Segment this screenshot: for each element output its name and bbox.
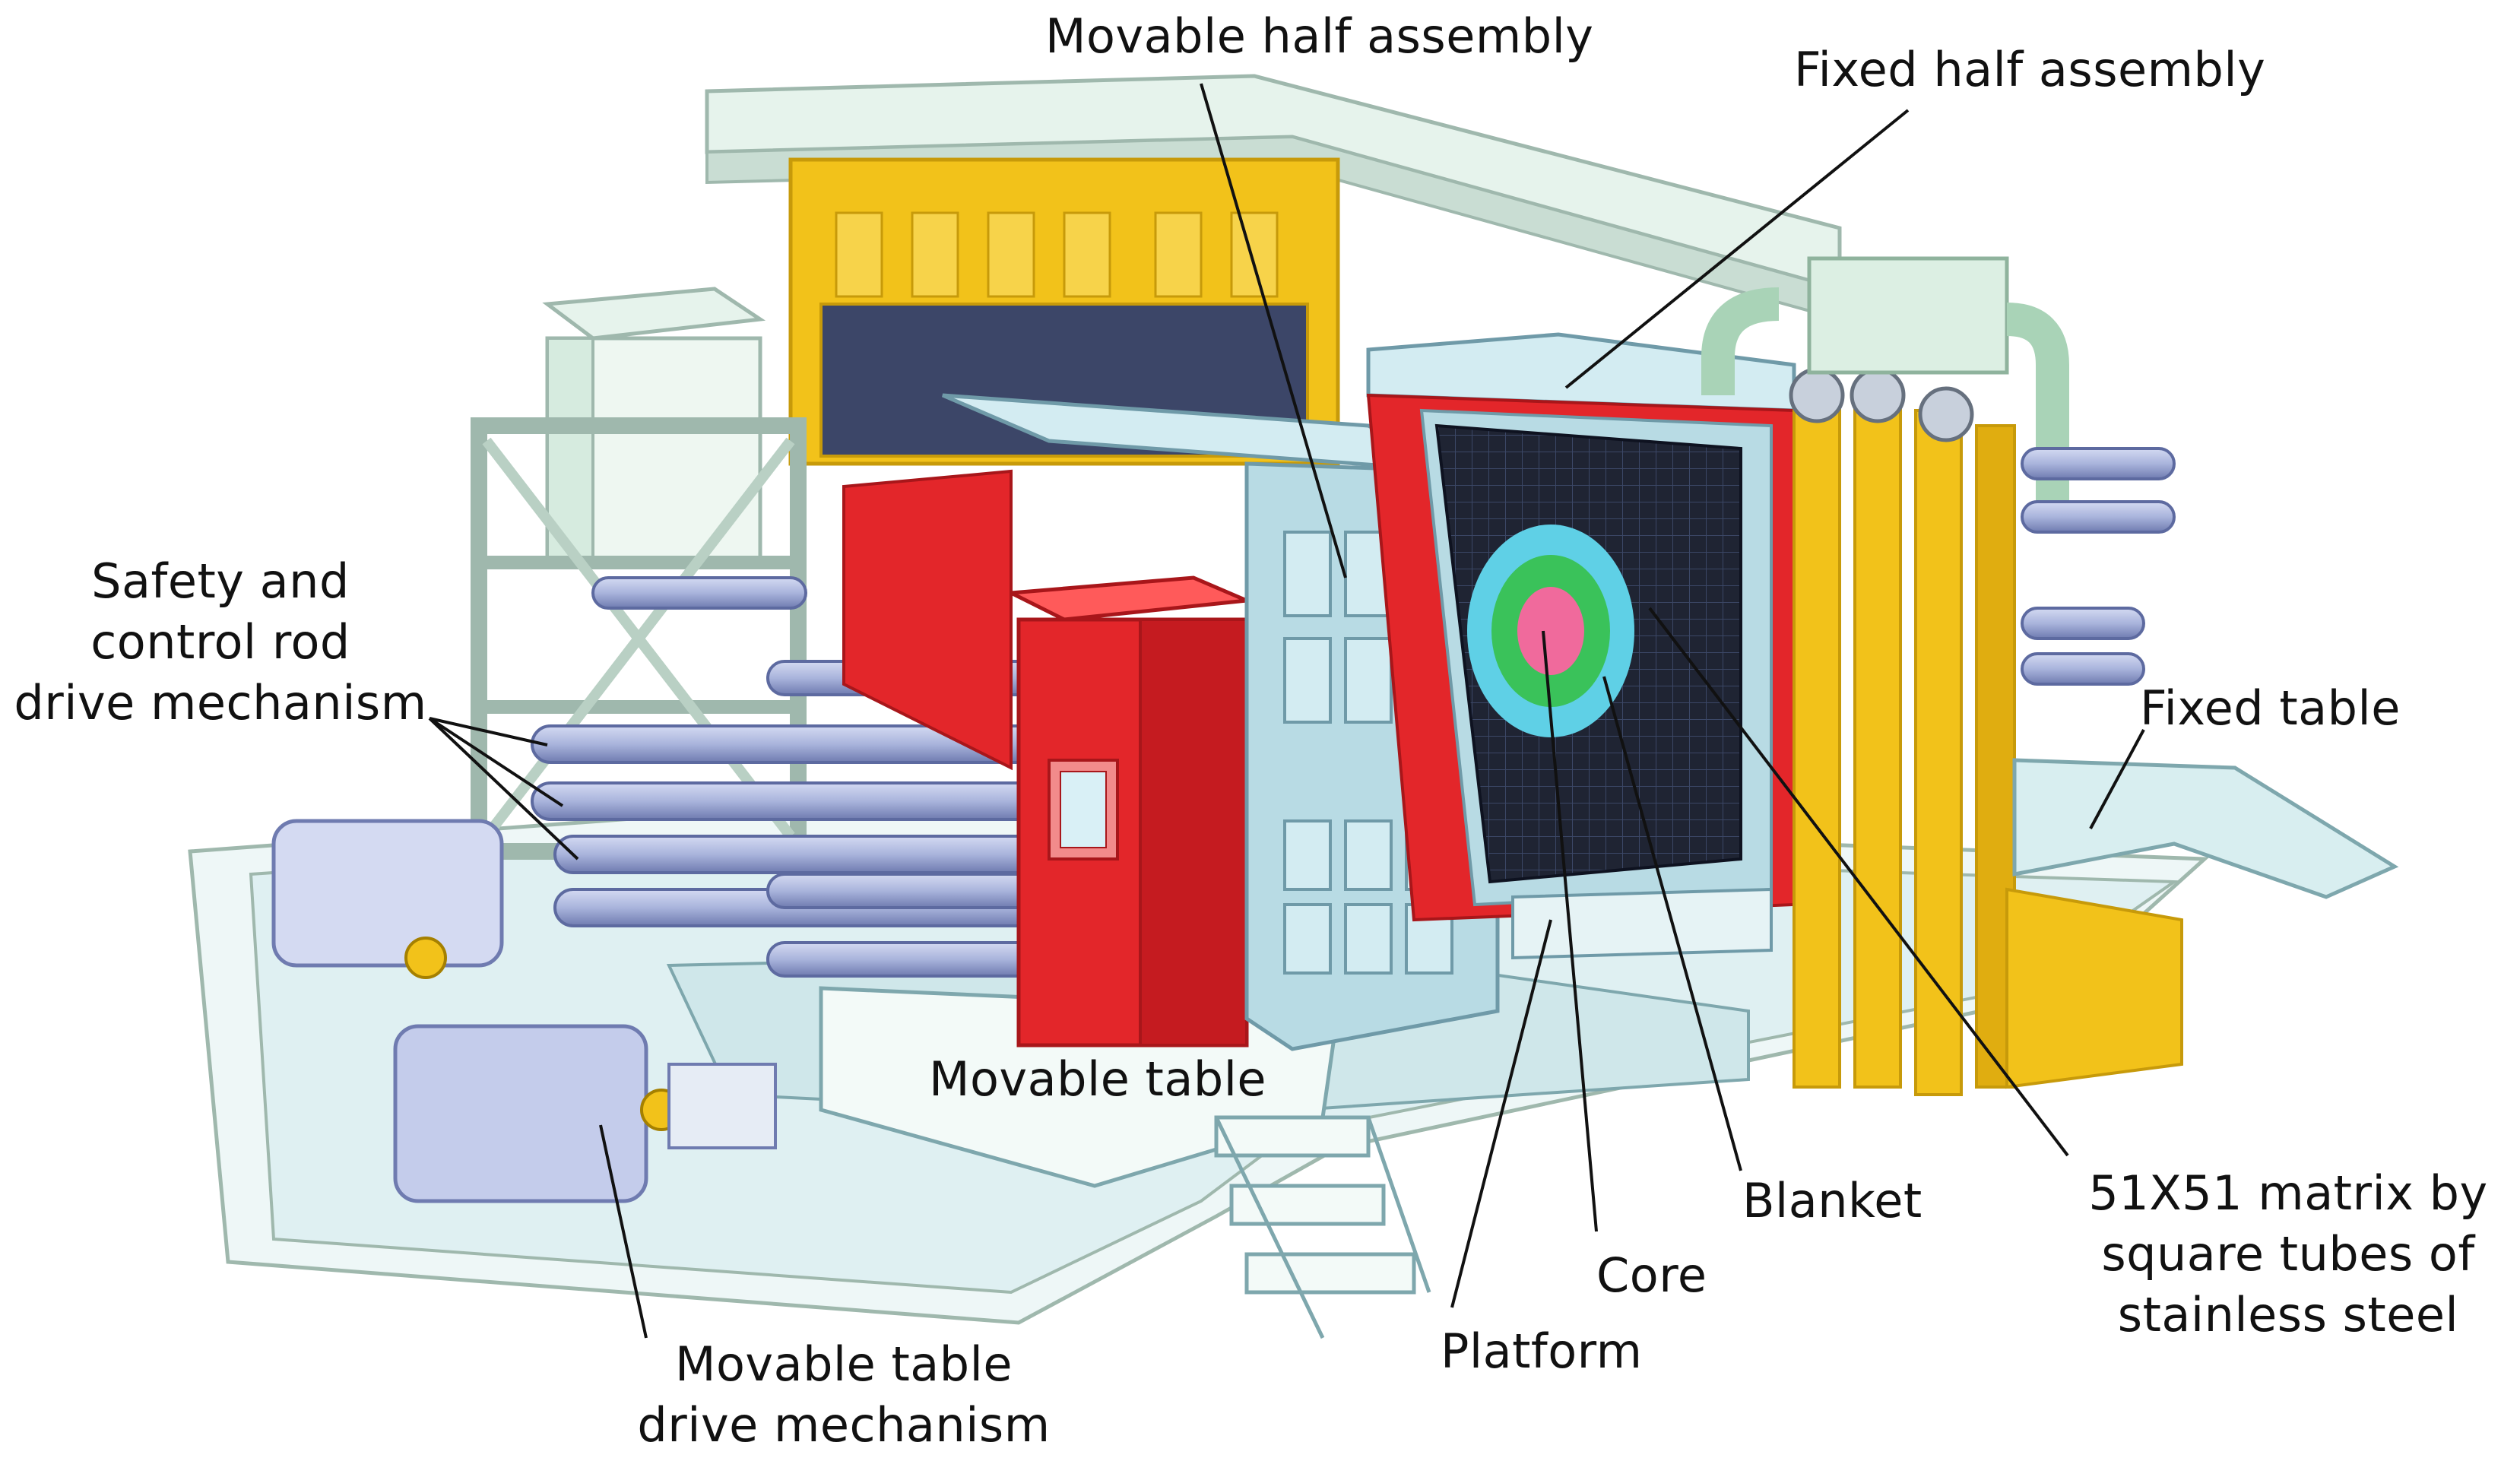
left-support-frame — [471, 287, 807, 860]
label-safety-control-rod-line-3: drive mechanism — [14, 675, 427, 731]
leader-lines — [428, 83, 2145, 1339]
leader-core — [1542, 630, 1598, 1232]
label-safety-control-rod-line-1: Safety and — [91, 553, 350, 609]
leader-movable-table-drive — [599, 1124, 648, 1339]
label-safety-control-rod-line-2: control rod — [90, 614, 350, 670]
label-core: Core — [1596, 1247, 1707, 1303]
right-pipes — [1701, 256, 2069, 517]
label-movable-table-drive-line-1: Movable table — [674, 1336, 1013, 1392]
right-rods — [2021, 447, 2176, 686]
label-matrix-line-3: stainless steel — [2117, 1287, 2459, 1342]
leader-fixed-table — [2089, 729, 2145, 829]
label-blanket: Blanket — [1742, 1173, 1922, 1228]
leader-fixed-half — [1564, 109, 1910, 389]
leader-safety-rod-2 — [428, 717, 564, 807]
stairs — [1214, 1115, 1431, 1339]
fixed-half-block — [1366, 332, 1796, 960]
drive-motors — [271, 819, 777, 1203]
leader-safety-rod-1 — [429, 717, 548, 746]
label-platform: Platform — [1441, 1323, 1643, 1379]
label-movable-table: Movable table — [929, 1051, 1267, 1107]
red-cabinet — [842, 469, 1254, 1048]
label-safety-control-rod: Safety and control rod drive mechanism — [8, 551, 433, 734]
label-matrix: 51X51 matrix by square tubes of stainles… — [2075, 1163, 2501, 1345]
label-matrix-line-1: 51X51 matrix by — [2088, 1165, 2488, 1221]
leader-movable-half — [1200, 83, 1347, 578]
leader-platform — [1450, 919, 1552, 1308]
leader-safety-rod-3 — [428, 717, 579, 861]
label-matrix-line-2: square tubes of — [2101, 1226, 2475, 1282]
leader-blanket — [1602, 676, 1742, 1171]
label-fixed-half-assembly: Fixed half assembly — [1794, 42, 2266, 97]
leader-matrix — [1648, 607, 2069, 1157]
label-movable-half-assembly: Movable half assembly — [1045, 8, 1594, 64]
label-movable-table-drive: Movable table drive mechanism — [608, 1334, 1079, 1456]
label-fixed-table: Fixed table — [2140, 680, 2401, 736]
label-movable-table-drive-line-2: drive mechanism — [637, 1397, 1051, 1453]
yellow-columns — [1789, 367, 2183, 1096]
